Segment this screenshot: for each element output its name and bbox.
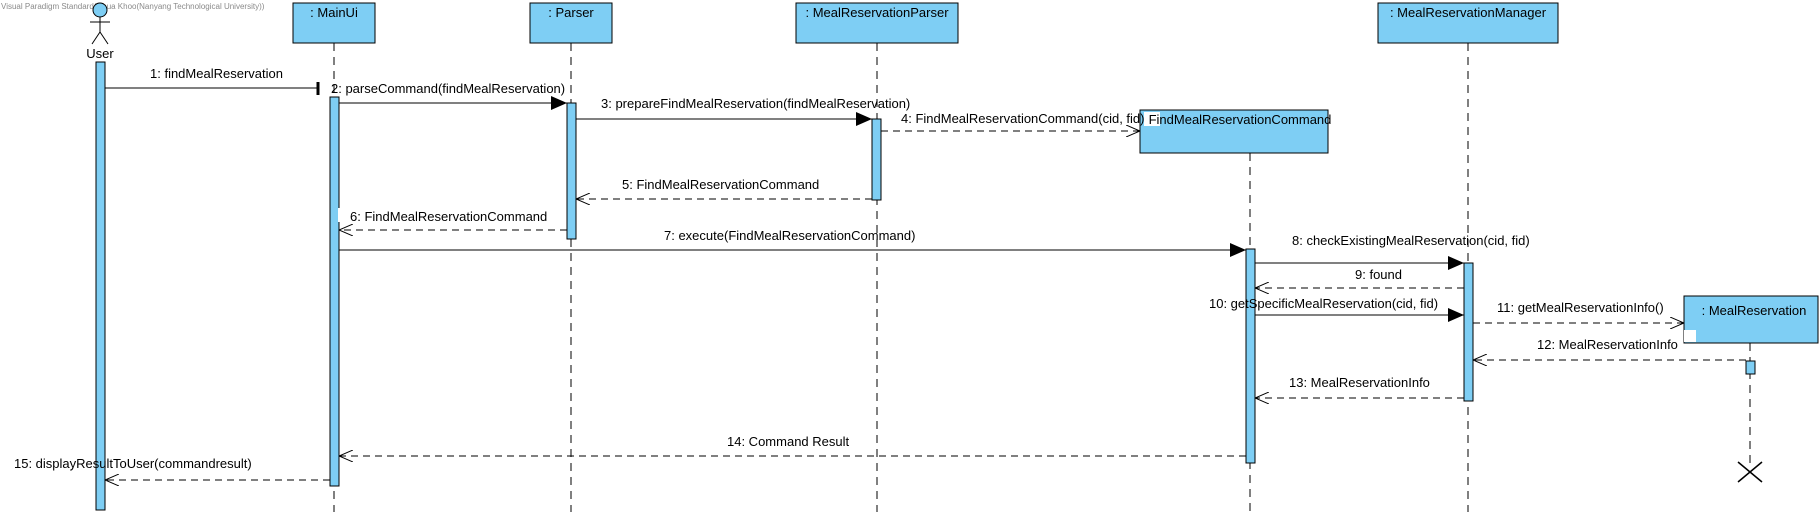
label-mask bbox=[338, 208, 348, 222]
destroy-mark bbox=[1737, 461, 1763, 483]
actor-name: User bbox=[86, 46, 114, 61]
activation-mealreservationparser bbox=[871, 118, 882, 201]
lifeline-findmealreservationcommand-name: FindMealReservationCommand bbox=[1149, 112, 1332, 127]
activation-user bbox=[95, 61, 106, 511]
lifeline-mainui-box bbox=[292, 2, 376, 44]
message-7-label: 7: execute(FindMealReservationCommand) bbox=[664, 228, 915, 243]
activation-mealreservationmanager bbox=[1463, 262, 1474, 402]
lifeline-mainui-name: : MainUi bbox=[310, 5, 358, 20]
lifeline-parser-name: : Parser bbox=[548, 5, 594, 20]
message-8-label: 8: checkExistingMealReservation(cid, fid… bbox=[1292, 233, 1530, 248]
lifeline-mealreservationmanager-box bbox=[1377, 2, 1559, 44]
message-5-label: 5: FindMealReservationCommand bbox=[622, 177, 819, 192]
watermark-text: Visual Paradigm Standard(Chua Khoo(Nanya… bbox=[1, 2, 265, 11]
lifeline-mealreservationparser-name: : MealReservationParser bbox=[805, 5, 949, 20]
message-4-label: 4: FindMealReservationCommand(cid, fid) bbox=[901, 111, 1144, 126]
label-mask bbox=[1144, 112, 1160, 126]
message-13-label: 13: MealReservationInfo bbox=[1289, 375, 1430, 390]
actor-user: User bbox=[86, 2, 114, 61]
activation-mealreservation bbox=[1745, 360, 1756, 375]
message-11-label: 11: getMealReservationInfo() bbox=[1497, 300, 1664, 315]
message-6-label: 6: FindMealReservationCommand bbox=[350, 209, 547, 224]
lifeline-mealreservationparser: : MealReservationParser bbox=[795, 2, 959, 44]
activation-parser bbox=[566, 102, 577, 240]
actor-leg-left bbox=[91, 31, 101, 45]
message-3-label: 3: prepareFindMealReservation(findMealRe… bbox=[601, 96, 910, 111]
message-9-label: 9: found bbox=[1355, 267, 1402, 282]
message-1-label: 1: findMealReservation bbox=[150, 66, 283, 81]
label-mask bbox=[1684, 330, 1696, 342]
actor-leg-right bbox=[99, 31, 109, 45]
lifeline-mealreservation-box bbox=[1683, 295, 1819, 344]
message-15-label: 15: displayResultToUser(commandresult) bbox=[14, 456, 252, 471]
lifeline-mealreservation-name: : MealReservation bbox=[1702, 303, 1807, 318]
message-14-label: 14: Command Result bbox=[727, 434, 849, 449]
lifeline-mealreservationparser-box bbox=[795, 2, 959, 44]
lifeline-mealreservationmanager-name: : MealReservationManager bbox=[1390, 5, 1547, 20]
message-2-label: 2: parseCommand(findMealReservation) bbox=[331, 81, 565, 96]
lifeline-mainui: : MainUi bbox=[292, 2, 376, 44]
lifeline-findmealreservationcommand: FindMealReservationCommand bbox=[1139, 109, 1332, 154]
message-10-label: 10: getSpecificMealReservation(cid, fid) bbox=[1209, 296, 1438, 311]
activation-findmealreservationcommand bbox=[1245, 248, 1256, 464]
actor-head bbox=[92, 2, 108, 18]
activation-mainui bbox=[329, 96, 340, 487]
lifeline-parser-box bbox=[529, 2, 613, 44]
lifeline-mealreservationmanager: : MealReservationManager bbox=[1377, 2, 1559, 44]
message-12-label: 12: MealReservationInfo bbox=[1537, 337, 1678, 352]
lifeline-parser: : Parser bbox=[529, 2, 613, 44]
lifeline-mealreservation: : MealReservation bbox=[1683, 295, 1819, 344]
